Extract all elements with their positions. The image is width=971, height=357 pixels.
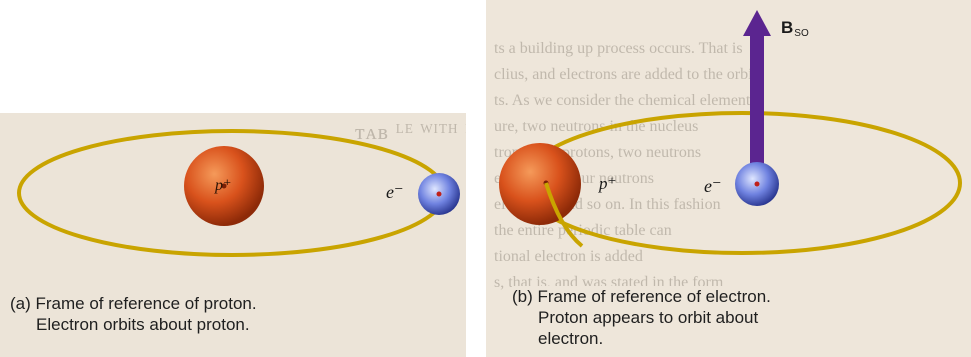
electron-label: e⁻ — [704, 176, 722, 197]
electron-label: e⁻ — [386, 182, 404, 203]
caption-line: electron. — [512, 328, 771, 349]
electron-center-dot — [755, 182, 760, 187]
caption-line: Electron orbits about proton. — [10, 314, 257, 335]
caption-line: (a) Frame of reference of proton. — [10, 293, 257, 314]
caption-line: Proton appears to orbit about — [512, 307, 771, 328]
caption-line: (b) Frame of reference of electron. — [512, 286, 771, 307]
field-label-subscript: SO — [794, 28, 808, 39]
panel-a-proton-frame: ᴛᴀʙ ᴸᴱ ᵂᴵᵀᴴ ᴾᴿᴼᴾᴱᴿᵀᴵᴱˢ p⁺ e⁻ (a) Frame o… — [0, 113, 466, 357]
electron-center-dot — [437, 192, 442, 197]
proton-label: p⁺ — [599, 174, 616, 194]
panel-b-electron-frame: ts a building up process occurs. That is… — [486, 0, 971, 357]
field-label-main: B — [781, 18, 793, 37]
proton-label: p⁺ — [215, 175, 231, 195]
field-arrow-shaft — [750, 32, 764, 182]
proton-sphere — [499, 143, 581, 225]
field-arrow-head — [743, 10, 771, 36]
field-label: BSO — [781, 18, 809, 39]
panel-b-caption: (b) Frame of reference of electron. Prot… — [512, 286, 777, 349]
panel-a-caption: (a) Frame of reference of proton. Electr… — [10, 293, 257, 335]
